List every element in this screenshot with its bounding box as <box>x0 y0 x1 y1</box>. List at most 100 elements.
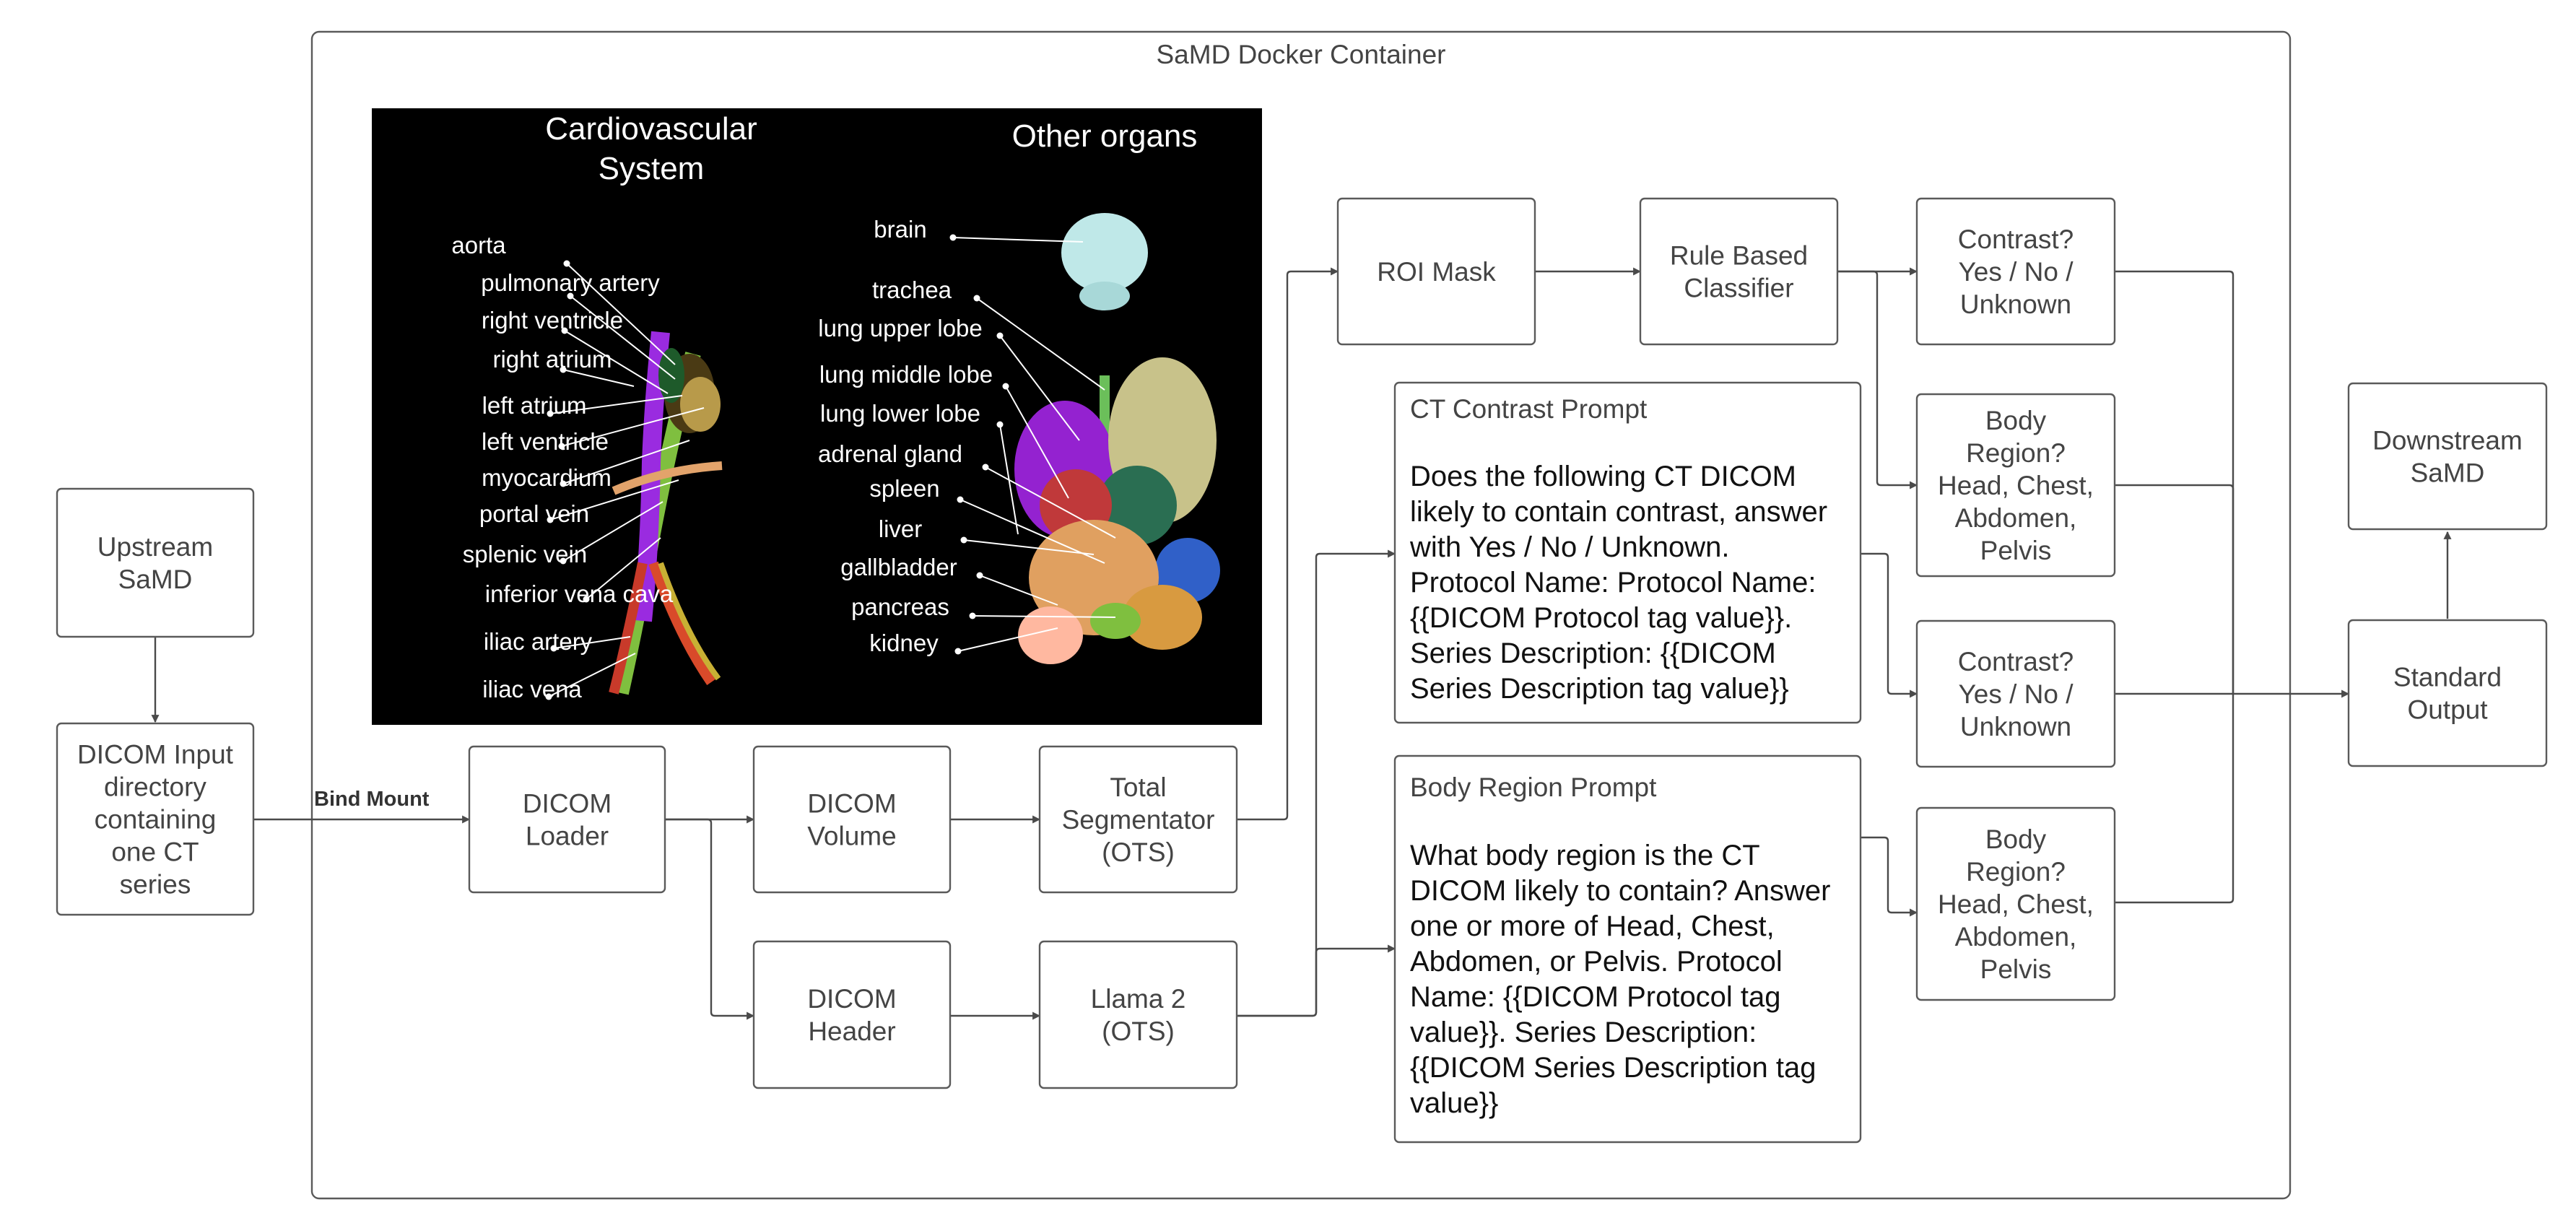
organ-leader-line <box>952 237 1084 243</box>
cardio-labels: aorta pulmonary artery right ventricle righ… <box>451 232 705 702</box>
container-title: SaMD Docker Container <box>1157 40 1446 69</box>
node-body-region-llm-label-line: Region? <box>1966 857 2066 887</box>
organs-illustration <box>1014 213 1220 664</box>
node-dicom-volume-label-line: Volume <box>807 822 896 851</box>
node-downstream-box <box>2347 382 2548 531</box>
bind-mount-label: Bind Mount <box>314 788 430 811</box>
prompt-line: What body region is the CT <box>1410 840 1760 871</box>
prompt-line: Series Description tag value}} <box>1410 673 1789 705</box>
cardio-leader-line <box>548 653 636 697</box>
node-dicom-input-label-line: DICOM Input <box>77 740 234 770</box>
organ-leader-line <box>979 575 1058 606</box>
prompt-line: Series Description: {{DICOM <box>1410 637 1776 669</box>
prompt-line: Does the following CT DICOM <box>1410 461 1796 492</box>
node-total-segmentator-label-line: (OTS) <box>1102 837 1175 867</box>
prompt-line: {{DICOM Protocol tag value}}. <box>1410 602 1792 634</box>
node-roi-mask-label-line: ROI Mask <box>1377 257 1496 287</box>
organ-leader-line <box>1005 386 1069 499</box>
cardio-label: pulmonary artery <box>481 269 660 296</box>
node-body-region-rule-label-line: Abdomen, <box>1955 503 2077 533</box>
prompt-line: Protocol Name: Protocol Name: <box>1410 567 1816 599</box>
node-llama2-box <box>1038 940 1238 1089</box>
organ-labels: brain trachea lung upper lobe lung middle l… <box>818 216 1116 656</box>
node-body-region-llm-label-line: Head, Chest, <box>1938 889 2094 919</box>
cardio-leader-line <box>562 440 690 484</box>
node-upstream-label-line: Upstream <box>97 532 213 562</box>
cardio-leader-line <box>586 537 661 600</box>
node-dicom-loader-label-line: DICOM <box>523 789 612 819</box>
node-dicom-loader-label-line: Loader <box>526 822 609 851</box>
organs-title: Other organs <box>1012 118 1198 154</box>
node-contrast-rule-label-line: Contrast? <box>1958 225 2074 254</box>
cardio-label: right atrium <box>492 346 612 373</box>
node-dicom-header-label-line: DICOM <box>807 984 896 1014</box>
cardio-leader-line <box>564 330 669 394</box>
prompt-line: with Yes / No / Unknown. <box>1409 531 1729 563</box>
node-standard-output-label-line: Output <box>2407 695 2488 725</box>
organ-label: lung upper lobe <box>818 315 983 341</box>
node-contrast-llm-label-line: Yes / No / <box>1958 679 2074 709</box>
cardio-leader-line <box>561 407 705 447</box>
organ-label: kidney <box>869 630 939 656</box>
node-total-segmentator-label-line: Total <box>1110 772 1166 802</box>
organ-label: spleen <box>869 475 939 502</box>
node-body-region-llm-label-line: Abdomen, <box>1955 922 2077 952</box>
node-llama2-label-line: Llama 2 <box>1091 984 1186 1014</box>
edge-classifier-to-bodyregion <box>1837 270 1918 489</box>
node-roi-mask: ROI Mask <box>1336 197 1536 346</box>
cardio-label: aorta <box>451 232 506 258</box>
node-llama2: Llama 2 (OTS) <box>1038 940 1238 1089</box>
anatomy-figure: Cardiovascular System Other organs <box>372 108 1262 725</box>
docker-container <box>310 30 2292 1200</box>
edge-bodyregion-llm-to-output <box>2115 694 2235 904</box>
node-body-region-rule-label-line: Head, Chest, <box>1938 471 2094 500</box>
cardio-label: right ventricle <box>482 307 623 334</box>
node-contrast-llm-label-line: Unknown <box>1960 712 2071 741</box>
cardio-leader-line <box>549 395 683 414</box>
edge-contrast-rule-to-output <box>2115 270 2235 694</box>
node-total-segmentator-box <box>1038 745 1238 894</box>
organ-label: trachea <box>872 277 952 303</box>
node-standard-output-box <box>2347 619 2548 767</box>
organ-label: brain <box>874 216 926 243</box>
prompt-line: {{DICOM Series Description tag <box>1410 1052 1816 1084</box>
organ-leader-line <box>972 615 1116 618</box>
node-body-region-llm-label-line: Body <box>1985 824 2047 854</box>
nodes: Upstream SaMD DICOM Inputdirectorycontaini… <box>56 197 2548 1089</box>
node-llama2-label-line: (OTS) <box>1102 1017 1175 1046</box>
edge-loader-to-header <box>665 818 755 1020</box>
cardio-title-line-2: System <box>599 151 705 186</box>
cardio-leader-line <box>562 369 635 387</box>
node-downstream-label-line: SaMD <box>2411 458 2485 488</box>
prompt-line: Name: {{DICOM Protocol tag <box>1410 981 1781 1013</box>
prompt-line: value}} <box>1410 1087 1498 1119</box>
cardio-title-line-1: Cardiovascular <box>545 111 757 147</box>
prompt-line: Abdomen, or Pelvis. Protocol <box>1410 946 1783 978</box>
prompt-line: one or more of Head, Chest, <box>1410 910 1775 942</box>
cardio-leader-line <box>570 295 676 380</box>
edge-llama-to-bodyprompt <box>1237 944 1396 1017</box>
cardio-label: left atrium <box>482 392 587 419</box>
cardio-label: iliac artery <box>484 628 593 655</box>
node-contrast-rule-label-line: Unknown <box>1960 290 2071 319</box>
node-contrast-rule-label-line: Yes / No / <box>1958 257 2074 287</box>
cardio-label: portal vein <box>479 500 589 527</box>
cardio-label: inferior vena cava <box>485 580 674 607</box>
node-total-segmentator-label-line: Segmentator <box>1062 805 1215 835</box>
node-dicom-volume-label-line: DICOM <box>807 789 896 819</box>
organ-leader-line <box>976 297 1105 391</box>
organ-leader-line <box>985 466 1116 539</box>
organ-label: lung middle lobe <box>819 361 993 388</box>
cardio-leader-line <box>553 636 631 649</box>
ct-contrast-prompt: CT Contrast Prompt Does the following CT… <box>1393 381 1862 724</box>
organ-label: pancreas <box>851 593 949 620</box>
body-region-prompt: Body Region Prompt What body region is t… <box>1393 754 1862 1144</box>
